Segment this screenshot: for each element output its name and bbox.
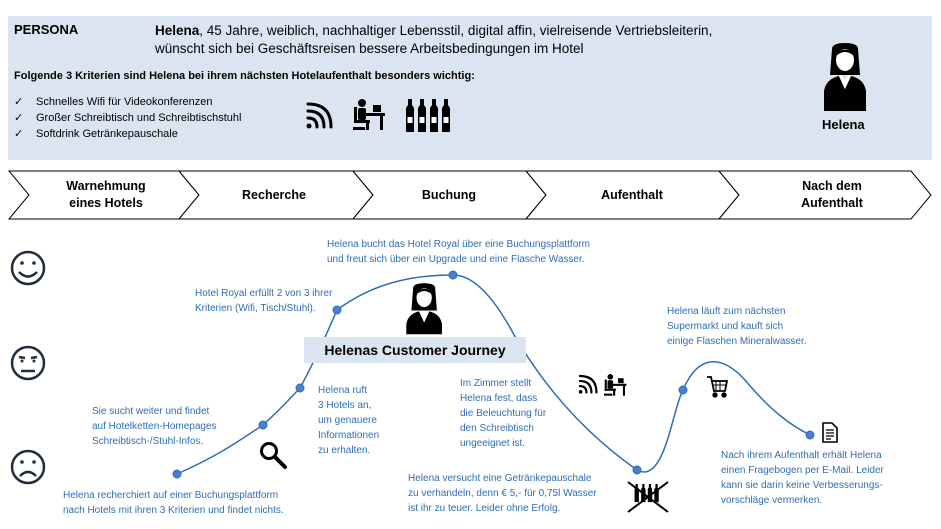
journey-node [332,305,342,315]
magnifier-icon [260,442,287,469]
annotation-chain-homepages: Sie sucht weiter und findet auf Hotelket… [92,406,217,447]
journey-node [295,383,305,393]
annotation-booking: Helena bucht das Hotel Royal über eine B… [327,239,590,265]
journey-node [448,270,458,280]
bottles-icon [406,99,450,132]
annotation-drink-package: Helena versucht eine Getränkepauschale z… [408,473,597,514]
annotation-questionnaire: Nach ihrem Aufenthalt erhält Helena eine… [721,450,884,506]
journey-title: Helenas Customer Journey [304,337,526,363]
crossed-bottles-icon [627,481,669,513]
persona-description: Helena, 45 Jahre, weiblich, nachhaltiger… [155,22,775,58]
happy-face-icon [10,250,46,286]
annotation-room-lighting: Im Zimmer stellt Helena fest, dass die B… [460,378,547,449]
sad-face-icon [10,449,46,485]
neutral-face-icon [10,345,46,381]
cart-icon [707,376,729,398]
persona-avatar-icon [824,43,866,111]
journey-node [805,430,815,440]
persona-panel [8,16,932,160]
wifi-icon [578,374,598,394]
stage-label: Aufenthalt [601,187,663,202]
persona-description-line2: wünscht sich bei Geschäftsreisen bessere… [155,41,584,56]
annotation-platform-search: Helena recherchiert auf einer Buchungspl… [63,490,284,516]
check-icon: ✓ [14,112,24,124]
desk-chair-icon [604,374,627,396]
annotation-phone-hotels: Helena ruft 3 Hotels an, um genauere Inf… [318,385,380,456]
journey-node [258,420,268,430]
criteria-item: ✓ Schnelles Wifi für Videokonferenzen [14,94,241,110]
criteria-item: ✓ Softdrink Getränkepauschale [14,126,241,142]
criteria-list: ✓ Schnelles Wifi für Videokonferenzen ✓ Gr… [14,94,241,142]
desk-chair-icon [353,99,385,130]
journey-curve [176,274,811,475]
check-icon: ✓ [14,128,24,140]
persona-avatar-icon [406,283,442,335]
stage-label: Buchung [421,187,477,202]
journey-node [678,385,688,395]
annotation-criteria-met: Hotel Royal erfüllt 2 von 3 ihrer Kriter… [195,288,333,314]
check-icon: ✓ [14,96,24,108]
criteria-title: Folgende 3 Kriterien sind Helena bei ihr… [14,70,475,82]
wifi-icon [306,102,333,129]
journey-node [172,469,182,479]
persona-avatar-caption: Helena [822,117,865,132]
persona-name-bold: Helena [155,23,200,38]
persona-description-line1: , 45 Jahre, weiblich, nachhaltiger Leben… [199,23,713,38]
journey-node [632,465,642,475]
persona-label: PERSONA [14,22,79,37]
stage-chevron [717,170,932,220]
stage-label: Recherche [242,187,306,202]
criteria-item-label: Großer Schreibtisch und Schreibtischstuh… [36,112,242,124]
criteria-item-label: Schnelles Wifi für Videokonferenzen [36,96,213,108]
document-icon [822,422,838,443]
criteria-item: ✓ Großer Schreibtisch und Schreibtischstu… [14,110,241,126]
criteria-item-label: Softdrink Getränkepauschale [36,128,178,140]
annotation-supermarket: Helena läuft zum nächsten Supermarkt und… [667,306,807,347]
